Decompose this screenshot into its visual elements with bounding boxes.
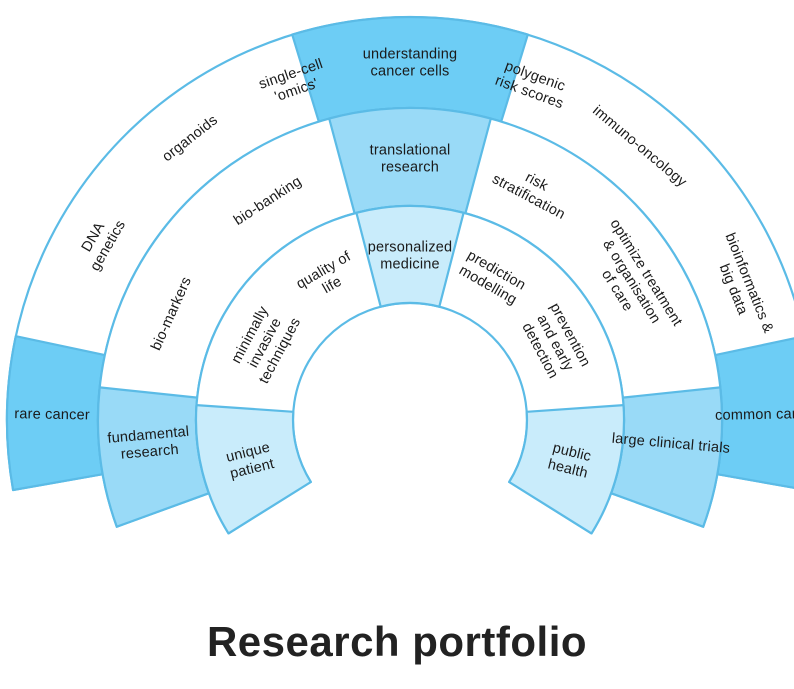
middle-left-end-label-fundamental-research: fundamentalresearch <box>107 424 192 464</box>
outer-left-end-label-rare-cancer: rare cancer <box>14 406 90 423</box>
inner-ring-left-end-segment <box>194 404 312 535</box>
outer-right-end-label-common-cancer: common cancer <box>715 406 794 424</box>
page-title: Research portfolio <box>206 618 588 665</box>
middle-ring-right-end-segment <box>610 386 724 528</box>
inner-ring-top-segment <box>355 204 465 308</box>
ring-segments <box>5 15 794 535</box>
inner-ring-right-end-segment <box>508 404 626 535</box>
